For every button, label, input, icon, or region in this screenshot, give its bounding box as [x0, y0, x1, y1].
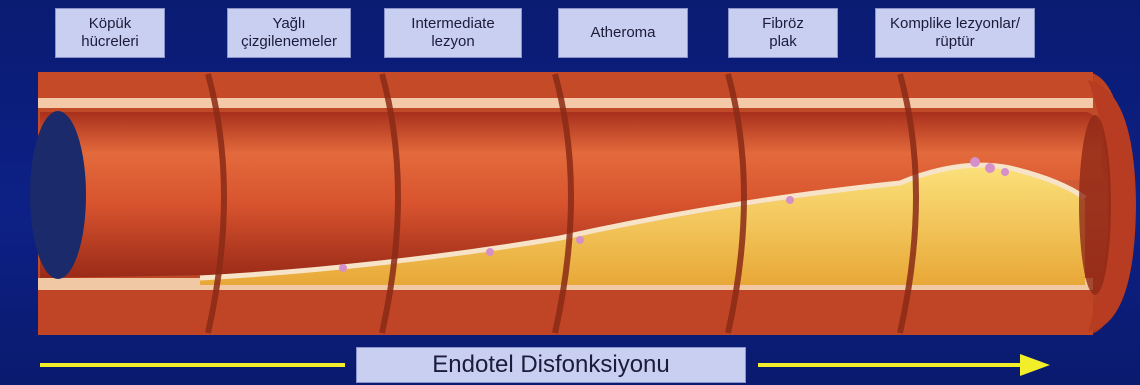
stage-label-foam-cells: Köpük hücreleri [55, 8, 165, 58]
stage-label-complicated-lesions: Komplike lezyonlar/ rüptür [875, 8, 1035, 58]
stage-label-intermediate-lesion: Intermediate lezyon [384, 8, 522, 58]
endothelial-dysfunction-label: Endotel Disfonksiyonu [356, 347, 746, 383]
stage-label-fibrous-plaque: Fibröz plak [728, 8, 838, 58]
stage-label-fatty-streaks: Yağlı çizgilenemeler [227, 8, 351, 58]
vessel-opening [30, 111, 86, 279]
stage-label-atheroma: Atheroma [558, 8, 688, 58]
vessel-cross-section-lumen [1079, 115, 1111, 295]
